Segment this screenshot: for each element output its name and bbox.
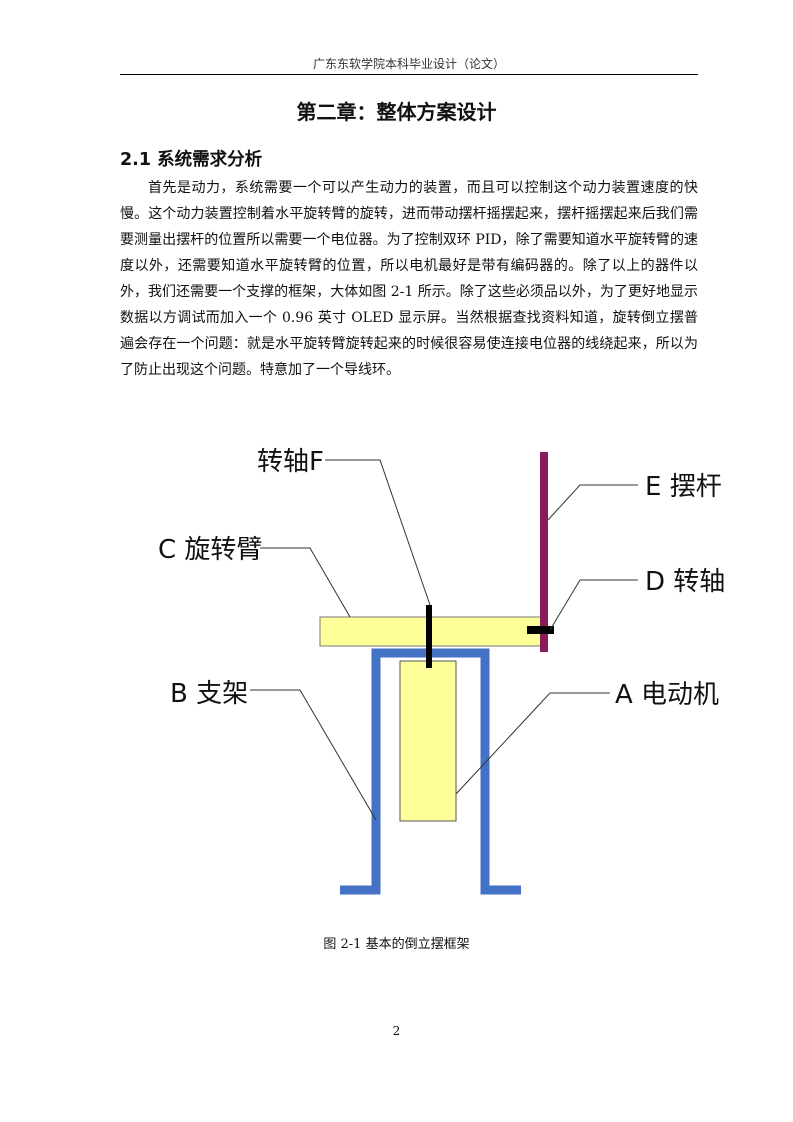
label-shaft-d: D 转轴	[645, 567, 725, 597]
label-frame-b: B 支架	[170, 679, 248, 709]
label-arm-c: C 旋转臂	[158, 535, 262, 565]
leader-shaft-d	[549, 579, 638, 631]
header-rule	[120, 74, 698, 75]
leader-pendulum-e	[547, 484, 638, 521]
pendulum-diagram: 转轴F E 摆杆 C 旋转臂 D 转轴 B 支架 A 电动机	[150, 440, 730, 910]
pendulum-e-shape	[540, 452, 548, 652]
page-number: 2	[392, 1024, 401, 1038]
label-shaft-f: 转轴F	[257, 447, 324, 477]
figure-caption: 图 2-1 基本的倒立摆框架	[323, 937, 470, 952]
leader-lines	[250, 459, 638, 821]
leader-motor-a	[455, 692, 610, 795]
body-paragraph: 首先是动力，系统需要一个可以产生动力的装置，而且可以控制这个动力装置速度的快慢。…	[120, 180, 698, 378]
chapter-title: 第二章：整体方案设计	[296, 100, 497, 124]
shaft-d-shape	[527, 626, 554, 634]
section-title: 2.1 系统需求分析	[120, 150, 263, 170]
diagram-canvas: 转轴F E 摆杆 C 旋转臂 D 转轴 B 支架 A 电动机	[158, 447, 725, 895]
label-motor-a: A 电动机	[615, 680, 719, 710]
leader-shaft-f	[325, 459, 431, 606]
label-pendulum-e: E 摆杆	[645, 472, 722, 502]
page-header: 广东东软学院本科毕业设计（论文）	[312, 57, 505, 71]
arm-c-shape	[319, 616, 546, 647]
leader-arm-c	[260, 547, 351, 618]
leader-frame-b	[250, 689, 377, 821]
shaft-f-shape	[426, 605, 432, 668]
motor-a-shape	[399, 660, 457, 822]
